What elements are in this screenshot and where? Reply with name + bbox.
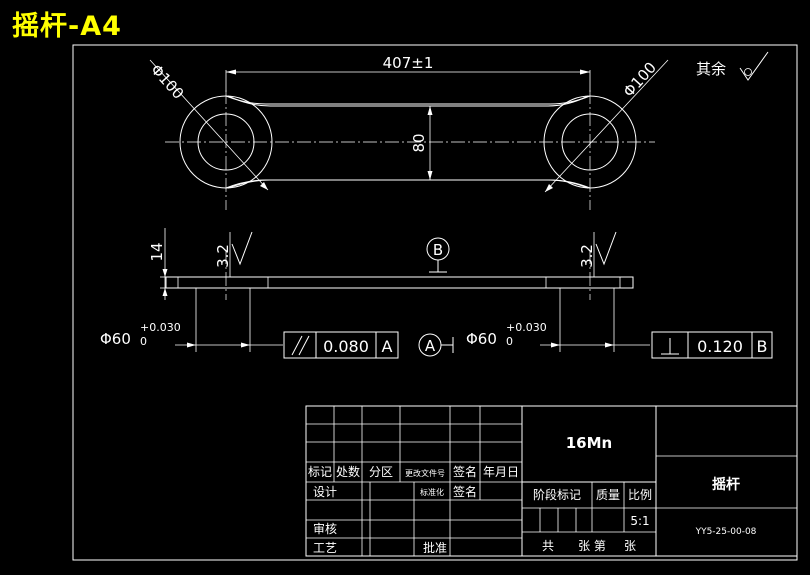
- drawing-title: 摇杆-A4: [12, 11, 122, 42]
- bore-left-lower: 0: [140, 335, 147, 348]
- tolerance-left-value: 0.080: [323, 337, 369, 356]
- tolerance-right-value: 0.120: [697, 337, 743, 356]
- label-ratio: 比例: [628, 488, 652, 502]
- left-dia-text: Φ100: [147, 61, 187, 103]
- web-top-edge: [227, 95, 589, 107]
- length-dim-text: 407±1: [383, 54, 434, 72]
- tolerance-right-datum: B: [757, 337, 768, 356]
- header-sign: 签名: [453, 464, 477, 479]
- header-change-doc: 更改文件号: [405, 468, 445, 478]
- bore-right-text: Φ60: [466, 330, 497, 348]
- bore-left-upper: +0.030: [140, 321, 181, 334]
- drawing-frame: [72, 44, 798, 561]
- height-dim-text: 80: [410, 133, 428, 152]
- part-name-text: 摇杆: [712, 476, 740, 493]
- rough-right-symbol: [595, 231, 617, 266]
- web-bottom-edge: [227, 179, 589, 189]
- bore-right-upper: +0.030: [506, 321, 547, 334]
- label-review: 审核: [313, 521, 337, 536]
- rough-other-text: 其余: [696, 60, 726, 78]
- rough-left-text: 3.2: [214, 244, 232, 268]
- drawing-number-text: YY5-25-00-08: [695, 527, 757, 537]
- label-process: 工艺: [313, 541, 337, 555]
- label-sign: 签名: [453, 484, 477, 499]
- material-text: 16Mn: [566, 434, 612, 452]
- thickness-dim-text: 14: [148, 242, 166, 261]
- scale-value: 5:1: [630, 514, 649, 528]
- bore-right-lower: 0: [506, 335, 513, 348]
- label-design: 设计: [313, 485, 337, 499]
- datum-a-text: A: [425, 337, 436, 355]
- side-view: 14 3.2 3.2 B Φ60 +0.030 0 0.080 A A: [100, 228, 773, 359]
- parallelism-icon: [291, 335, 303, 356]
- header-date: 年月日: [483, 465, 519, 479]
- left-dia-leader: [149, 59, 269, 191]
- label-weight: 质量: [596, 488, 620, 502]
- rough-other-symbol: [739, 51, 769, 81]
- bore-left-text: Φ60: [100, 330, 131, 348]
- header-mark: 标记: [308, 465, 332, 479]
- top-view: 407±1 80 Φ100 Φ100 其余: [147, 51, 769, 210]
- label-total: 共: [542, 539, 554, 553]
- datum-b-text: B: [433, 241, 443, 259]
- title-block: 标记 处数 分区 更改文件号 签名 年月日 设计 标准化 签名 审核 工艺 批准…: [305, 405, 798, 557]
- header-count: 处数: [336, 464, 360, 479]
- label-sheet: 张 第: [578, 539, 606, 553]
- label-standardize: 标准化: [420, 487, 444, 497]
- label-approve: 批准: [423, 540, 447, 555]
- right-dia-text: Φ100: [620, 59, 660, 101]
- side-plate: [165, 276, 634, 289]
- tolerance-frame-right: [651, 331, 773, 359]
- tolerance-frame-left: [283, 331, 399, 359]
- rough-right-text: 3.2: [578, 244, 596, 268]
- label-stage-mark: 阶段标记: [533, 487, 581, 502]
- label-sheet-suffix: 张: [624, 539, 636, 553]
- right-dia-leader: [544, 59, 669, 193]
- tolerance-left-datum: A: [382, 337, 393, 356]
- header-zone: 分区: [369, 465, 393, 479]
- rough-left-symbol: [231, 231, 253, 266]
